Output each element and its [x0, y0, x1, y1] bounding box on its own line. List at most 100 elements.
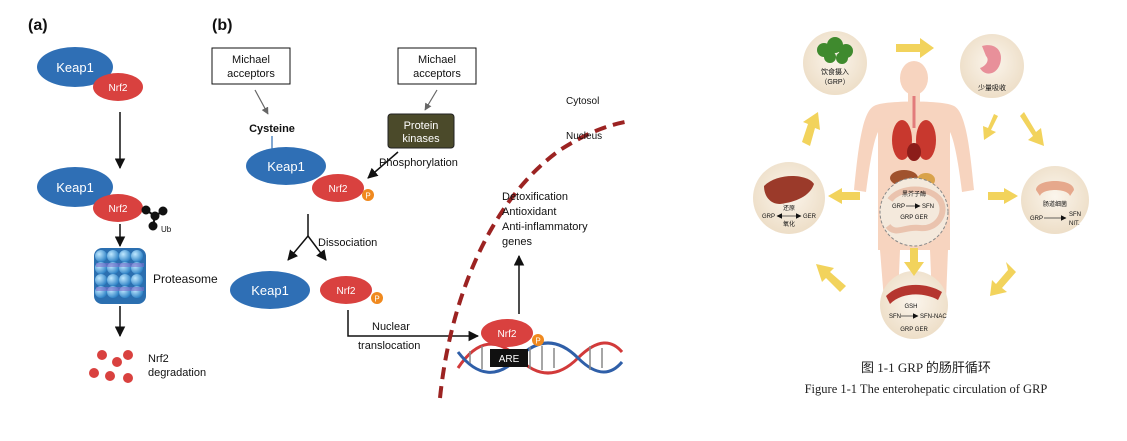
liver-top-label: 还原	[783, 205, 795, 212]
nrf2-label: Nrf2	[109, 204, 128, 215]
nrf2-fragments-icon	[89, 350, 133, 383]
panel-a: (a) Keap1 Nrf2 Keap1 Nrf2	[28, 17, 218, 383]
gold-arrow-icon	[904, 248, 924, 276]
intake-line2: （GRP）	[820, 78, 849, 86]
keap1-nrf2-complex-top: Keap1 Nrf2	[37, 47, 143, 101]
genes-line2: Antioxidant	[502, 206, 556, 218]
dna-helix-icon	[456, 341, 624, 375]
nrf2-shape	[93, 194, 143, 222]
intake-line1: 饮食摄入	[821, 67, 849, 76]
keap1-shape	[246, 147, 326, 185]
nuclear-line1: Nuclear	[372, 321, 410, 333]
michael-right-line1: Michael	[418, 54, 456, 66]
center-bottom-label: GRP GER	[900, 215, 928, 221]
genes-line4: genes	[502, 236, 532, 248]
gut-grp-label: GRP	[1030, 216, 1043, 222]
phosphate-label: P	[365, 192, 370, 201]
gold-arrow-icon	[828, 188, 860, 204]
liver-bottom-label: 氧化	[783, 220, 795, 228]
gold-arrow-icon	[802, 112, 820, 146]
free-nrf2-shape	[320, 276, 372, 304]
phosphate-icon	[362, 189, 374, 201]
stomach-icon	[980, 45, 1002, 74]
nrf2-label: Nrf2	[329, 184, 348, 195]
michael-right-line2: acceptors	[413, 68, 461, 80]
caption-english: Figure 1-1 The enterohepatic circulation…	[805, 382, 1048, 396]
panel-b-label: (b)	[212, 17, 232, 34]
broccoli-icon	[817, 37, 853, 64]
gold-arrow-icon	[896, 38, 934, 58]
phosphorylation-label: Phosphorylation	[379, 157, 458, 169]
protein-kinases-box	[387, 113, 455, 149]
nuclear-line2: translocation	[358, 340, 420, 352]
keap1-shape	[37, 47, 113, 87]
nrf2-shape	[93, 73, 143, 101]
colon-icon	[1036, 181, 1074, 196]
are-box	[490, 349, 528, 367]
caption-chinese: 图 1-1 GRP 的肠肝循环	[861, 360, 991, 375]
intestine-icon	[885, 186, 946, 234]
cycle-arrows	[802, 38, 1044, 296]
blood-sfn-label: SFN	[889, 314, 901, 320]
keap1-label: Keap1	[56, 180, 94, 195]
proteasome-icon	[94, 248, 146, 304]
center-top-label: 黑芥子酶	[902, 190, 926, 198]
keap1-nrf2-complex-ub: Keap1 Nrf2 Ub	[37, 167, 172, 234]
gold-arrow-icon	[990, 262, 1016, 296]
free-keap1-label: Keap1	[251, 283, 289, 298]
arrow-kinase	[367, 151, 399, 179]
arrow-michael-right	[424, 89, 438, 111]
phosphate-icon	[371, 292, 383, 304]
michael-left-line2: acceptors	[227, 68, 275, 80]
gold-arrow-icon	[983, 114, 998, 140]
keap1-shape	[37, 167, 113, 207]
cysteine-label: Cysteine	[249, 123, 295, 135]
free-nrf2-label: Nrf2	[337, 286, 356, 297]
blood-bottom-label: GRP GER	[900, 327, 928, 333]
ub-label: Ub	[161, 225, 172, 234]
nrf2-shape	[312, 174, 364, 202]
arrow-michael-left	[254, 89, 269, 115]
arrow-nuclear-translocation	[347, 310, 480, 342]
nucleus-label: Nucleus	[566, 131, 602, 142]
blood-vessel-icon	[886, 284, 942, 304]
gut-sfn-label: SFN	[1069, 212, 1081, 218]
absorb-label: 少量吸收	[978, 83, 1006, 92]
proteasome-label: Proteasome	[153, 272, 218, 286]
free-keap1-shape	[230, 271, 310, 309]
arrow-dissociation-left	[287, 235, 309, 261]
degradation-line2: degradation	[148, 367, 206, 379]
panel-c: 黑芥子酶 GRP SFN GRP GER 饮食摄入 （GRP） 少量吸收 还原 …	[753, 31, 1089, 396]
phosphate-icon	[532, 334, 544, 346]
protein-kinases-line2: kinases	[402, 133, 440, 145]
liver-grp-label: GRP	[762, 214, 775, 220]
nrf2-label: Nrf2	[109, 83, 128, 94]
gold-arrow-icon	[988, 188, 1018, 204]
are-label: ARE	[499, 354, 520, 365]
blood-gsh-label: GSH	[904, 304, 917, 310]
michael-acceptors-box-left	[211, 47, 291, 85]
phosphate-label: P	[535, 337, 540, 346]
nuclear-envelope	[438, 120, 626, 399]
gut-circle	[1021, 166, 1089, 234]
arrow-dissociation-right	[307, 235, 327, 261]
keap1-label: Keap1	[267, 159, 305, 174]
genes-line3: Anti-inflammatory	[502, 221, 588, 233]
michael-left-line1: Michael	[232, 54, 270, 66]
protein-kinases-line1: Protein	[404, 120, 439, 132]
center-grp-label: GRP	[892, 204, 905, 210]
liver-icon	[764, 176, 814, 204]
genes-line1: Detoxification	[502, 191, 568, 203]
gold-arrow-icon	[1020, 112, 1044, 146]
gut-top-label: 肠道细菌	[1043, 200, 1067, 208]
gold-arrow-icon	[816, 264, 846, 292]
liver-ger-label: GER	[803, 214, 817, 220]
gut-nit-label: NIT.	[1069, 221, 1080, 227]
ubiquitin-chain-icon	[141, 205, 168, 231]
keap1-label: Keap1	[56, 60, 94, 75]
degradation-line1: Nrf2	[148, 353, 169, 365]
cytosol-label: Cytosol	[566, 96, 599, 107]
panel-a-label: (a)	[28, 17, 48, 34]
michael-acceptors-box-right	[397, 47, 477, 85]
